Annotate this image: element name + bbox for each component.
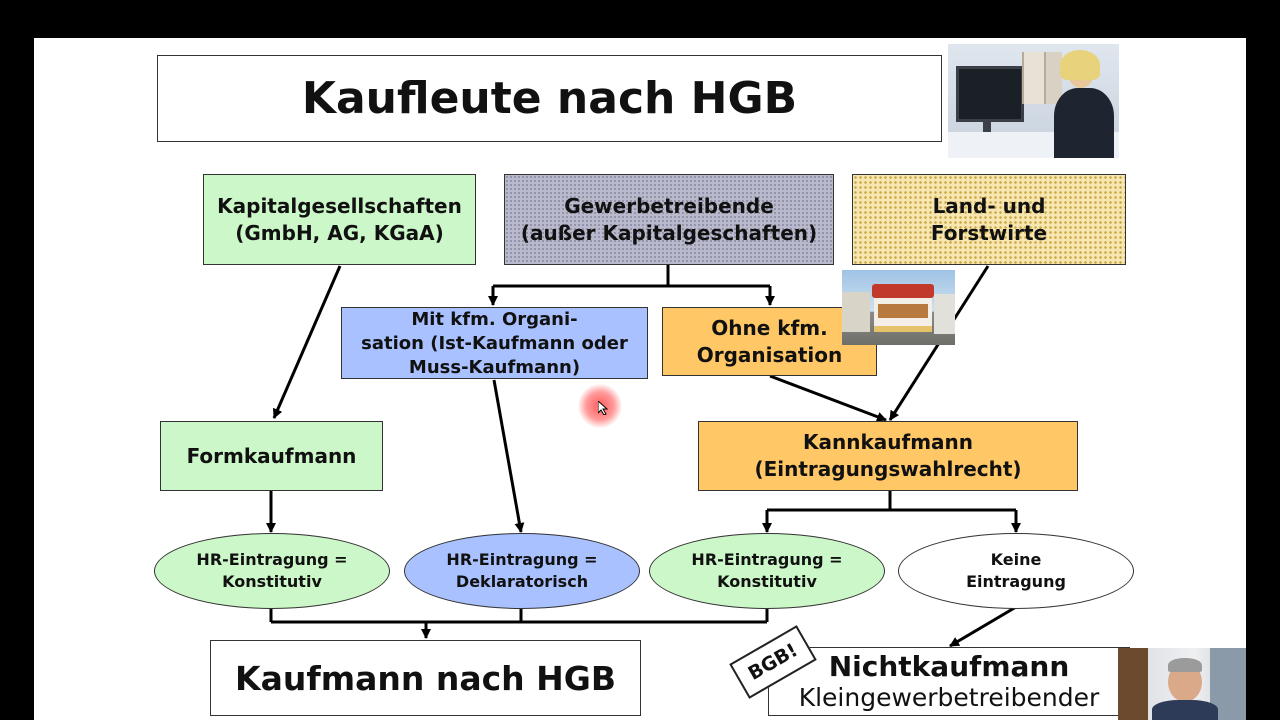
node-label: Ohne kfm. Organisation (696, 315, 843, 367)
node-kaufmann-nach-hgb: Kaufmann nach HGB (210, 640, 641, 716)
node-label: Formkaufmann (186, 444, 357, 468)
oval-keine-eintragung: Keine Eintragung (898, 533, 1134, 609)
webcam-presenter (1118, 648, 1246, 720)
node-label: Mit kfm. Organi- sation (Ist-Kaufmann od… (361, 309, 628, 378)
node-label-sub: Kleingewerbetreibender (798, 682, 1100, 712)
node-ohne-organisation: Ohne kfm. Organisation (662, 307, 877, 376)
oval-label: HR-Eintragung = Konstitutiv (196, 550, 348, 591)
market-stall-photo (842, 270, 955, 345)
node-label: Land- und Forstwirte (930, 193, 1048, 245)
node-nichtkaufmann: Nichtkaufmann Kleingewerbetreibender (768, 647, 1130, 716)
oval-label: HR-Eintragung = Konstitutiv (691, 550, 843, 591)
node-label-main: Nichtkaufmann (828, 649, 1070, 683)
node-gewerbetreibende: Gewerbetreibende (außer Kapitalgeschafte… (504, 174, 834, 265)
node-kannkaufmann: Kannkaufmann (Eintragungswahlrecht) (698, 421, 1078, 491)
title-box: Kaufleute nach HGB (157, 55, 942, 142)
page-title: Kaufleute nach HGB (301, 73, 798, 124)
node-formkaufmann: Formkaufmann (160, 421, 383, 491)
mouse-cursor-icon (598, 401, 608, 415)
node-label: Gewerbetreibende (außer Kapitalgeschafte… (520, 193, 818, 245)
node-mit-organisation: Mit kfm. Organi- sation (Ist-Kaufmann od… (341, 307, 648, 379)
oval-hr-konstitutiv-right: HR-Eintragung = Konstitutiv (649, 533, 885, 609)
node-label: Kapitalgesellschaften (GmbH, AG, KGaA) (217, 193, 462, 245)
oval-label: Keine Eintragung (966, 550, 1066, 591)
node-label: Kannkaufmann (Eintragungswahlrecht) (754, 430, 1022, 481)
office-photo (948, 44, 1119, 158)
oval-label: HR-Eintragung = Deklaratorisch (446, 550, 598, 591)
node-kapitalgesellschaften: Kapitalgesellschaften (GmbH, AG, KGaA) (203, 174, 476, 265)
oval-hr-deklaratorisch: HR-Eintragung = Deklaratorisch (404, 533, 640, 609)
oval-hr-konstitutiv-left: HR-Eintragung = Konstitutiv (154, 533, 390, 609)
node-land-forstwirte: Land- und Forstwirte (852, 174, 1126, 265)
node-label: Kaufmann nach HGB (235, 658, 616, 698)
